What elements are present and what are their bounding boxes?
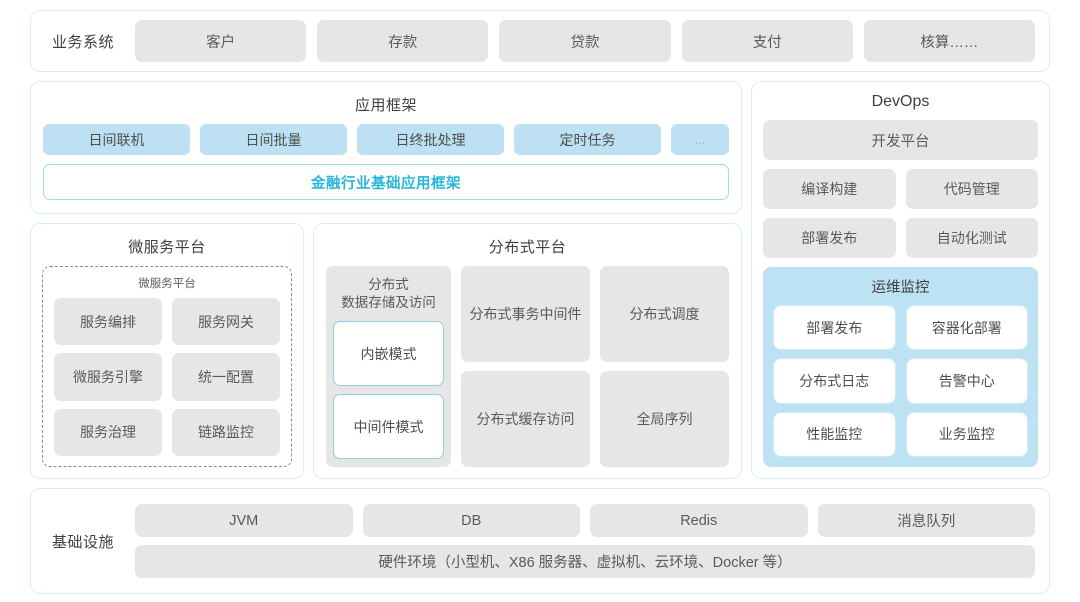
app-framework-item[interactable]: 定时任务 xyxy=(514,124,661,155)
devops-items-grid: 编译构建 代码管理 部署发布 自动化测试 xyxy=(763,169,1038,258)
distributed-item-line1: 全局序列 xyxy=(636,410,693,427)
devops-item[interactable]: 部署发布 xyxy=(763,218,896,258)
ops-monitor-item[interactable]: 告警中心 xyxy=(905,358,1028,404)
ops-monitor-item[interactable]: 业务监控 xyxy=(905,411,1028,457)
lower-platform-pair: 微服务平台 微服务平台 服务编排 服务网关 微服务引擎 统一配置 服务治理 链路… xyxy=(30,223,742,479)
business-systems-items: 客户 存款 贷款 支付 核算…… xyxy=(135,20,1036,62)
distributed-items-grid: 分布式 事务中间件 分布式调度 分布式 缓存访问 全局序列 xyxy=(461,266,729,467)
distributed-storage-mode[interactable]: 中间件模式 xyxy=(333,394,444,459)
business-system-item[interactable]: 贷款 xyxy=(499,20,671,62)
distributed-platform-body: 分布式 数据存储及访问 内嵌模式 中间件模式 分布式 事务中间件 xyxy=(326,266,729,467)
platform-column: 应用框架 日间联机 日间批量 日终批处理 定时任务 ... 金融行业基础应用框架… xyxy=(30,81,742,479)
microservice-item[interactable]: 微服务引擎 xyxy=(54,353,162,401)
business-system-item[interactable]: 核算…… xyxy=(863,20,1036,62)
ops-monitor-item[interactable]: 容器化部署 xyxy=(905,305,1028,351)
app-framework-item[interactable]: 日间批量 xyxy=(200,124,347,155)
microservice-platform-title: 微服务平台 xyxy=(128,239,206,256)
hardware-environment-bar[interactable]: 硬件环境（小型机、X86 服务器、虚拟机、云环境、Docker 等） xyxy=(135,545,1035,578)
distributed-item[interactable]: 分布式 事务中间件 xyxy=(461,266,590,362)
distributed-item-line2: 事务中间件 xyxy=(511,305,582,322)
microservice-platform-subtitle: 微服务平台 xyxy=(138,278,196,290)
microservice-item[interactable]: 服务编排 xyxy=(54,298,162,346)
middle-section: 应用框架 日间联机 日间批量 日终批处理 定时任务 ... 金融行业基础应用框架… xyxy=(30,81,1050,479)
ops-monitor-panel: 运维监控 部署发布 容器化部署 分布式日志 告警中心 性能监控 业务监控 xyxy=(763,267,1038,467)
devops-title: DevOps xyxy=(871,93,930,110)
microservice-item[interactable]: 服务治理 xyxy=(54,408,162,456)
application-framework-panel: 应用框架 日间联机 日间批量 日终批处理 定时任务 ... 金融行业基础应用框架 xyxy=(30,81,742,214)
app-framework-more-item[interactable]: ... xyxy=(671,124,729,155)
devops-item[interactable]: 自动化测试 xyxy=(905,218,1038,258)
microservice-item[interactable]: 链路监控 xyxy=(172,408,280,456)
devops-column: DevOps 开发平台 编译构建 代码管理 部署发布 自动化测试 运维监控 部署… xyxy=(751,81,1050,479)
app-framework-item[interactable]: 日间联机 xyxy=(43,124,190,155)
distributed-item-line1: 分布式 xyxy=(476,410,519,427)
microservice-platform-panel: 微服务平台 微服务平台 服务编排 服务网关 微服务引擎 统一配置 服务治理 链路… xyxy=(30,223,304,479)
infrastructure-panel: 基础设施 JVM DB Redis 消息队列 硬件环境（小型机、X86 服务器、… xyxy=(30,488,1050,594)
distributed-storage-title: 分布式 数据存储及访问 xyxy=(333,276,444,312)
business-systems-label: 业务系统 xyxy=(51,33,114,51)
business-system-item[interactable]: 客户 xyxy=(135,20,307,62)
distributed-item-line1: 分布式调度 xyxy=(629,305,700,322)
infrastructure-item[interactable]: Redis xyxy=(590,504,808,537)
ops-monitor-item[interactable]: 性能监控 xyxy=(773,411,896,457)
ops-monitor-title: 运维监控 xyxy=(871,280,930,296)
distributed-storage-title-line1: 分布式 xyxy=(368,277,409,292)
distributed-item-line2: 缓存访问 xyxy=(518,410,575,427)
distributed-storage-mode[interactable]: 内嵌模式 xyxy=(333,321,444,387)
infrastructure-item[interactable]: 消息队列 xyxy=(817,504,1035,537)
infrastructure-stack: JVM DB Redis 消息队列 硬件环境（小型机、X86 服务器、虚拟机、云… xyxy=(135,504,1035,578)
ops-monitor-item[interactable]: 分布式日志 xyxy=(773,358,896,404)
distributed-item[interactable]: 分布式 缓存访问 xyxy=(461,371,590,467)
business-systems-panel: 业务系统 客户 存款 贷款 支付 核算…… xyxy=(30,10,1050,72)
distributed-item[interactable]: 全局序列 xyxy=(600,371,729,467)
distributed-platform-title: 分布式平台 xyxy=(488,239,567,256)
distributed-item[interactable]: 分布式调度 xyxy=(600,266,729,362)
distributed-storage-group[interactable]: 分布式 数据存储及访问 内嵌模式 中间件模式 xyxy=(326,266,451,467)
devops-platform-box[interactable]: 开发平台 xyxy=(763,120,1038,160)
distributed-storage-title-line2: 数据存储及访问 xyxy=(341,295,436,311)
microservice-platform-dashed-group: 微服务平台 服务编排 服务网关 微服务引擎 统一配置 服务治理 链路监控 xyxy=(42,266,292,467)
application-framework-title: 应用框架 xyxy=(354,97,417,114)
business-system-item[interactable]: 存款 xyxy=(317,20,489,62)
infrastructure-label: 基础设施 xyxy=(51,533,114,551)
app-framework-item[interactable]: 日终批处理 xyxy=(357,124,504,155)
microservice-item[interactable]: 统一配置 xyxy=(172,353,280,401)
financial-base-framework-bar[interactable]: 金融行业基础应用框架 xyxy=(43,164,729,200)
business-system-item[interactable]: 支付 xyxy=(681,20,853,62)
microservice-item[interactable]: 服务网关 xyxy=(172,298,280,346)
infrastructure-items: JVM DB Redis 消息队列 xyxy=(135,504,1035,537)
distributed-item-line1: 分布式 xyxy=(469,305,512,322)
infrastructure-item[interactable]: JVM xyxy=(135,504,353,537)
application-framework-items: 日间联机 日间批量 日终批处理 定时任务 ... xyxy=(43,124,729,155)
devops-item[interactable]: 编译构建 xyxy=(763,169,896,209)
devops-item[interactable]: 代码管理 xyxy=(905,169,1038,209)
infrastructure-item[interactable]: DB xyxy=(362,504,580,537)
distributed-platform-panel: 分布式平台 分布式 数据存储及访问 内嵌模式 中间件模式 xyxy=(313,223,742,479)
ops-monitor-item[interactable]: 部署发布 xyxy=(773,305,896,351)
microservice-items-grid: 服务编排 服务网关 微服务引擎 统一配置 服务治理 链路监控 xyxy=(54,298,280,456)
devops-panel: DevOps 开发平台 编译构建 代码管理 部署发布 自动化测试 运维监控 部署… xyxy=(751,81,1050,479)
ops-monitor-grid: 部署发布 容器化部署 分布式日志 告警中心 性能监控 业务监控 xyxy=(773,305,1028,457)
